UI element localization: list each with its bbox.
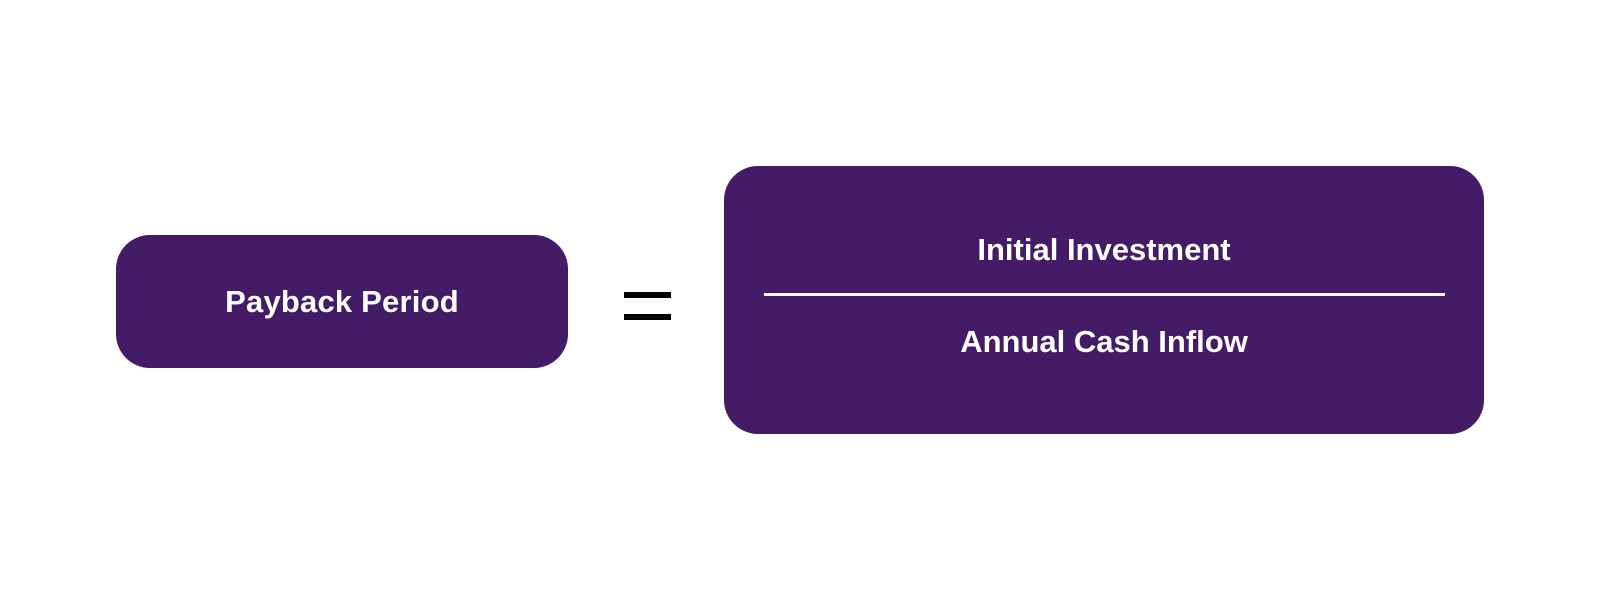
equals-sign xyxy=(624,292,671,320)
payback-period-box: Payback Period xyxy=(116,235,568,368)
equals-bar-top xyxy=(624,292,671,298)
fraction-box: Initial Investment Annual Cash Inflow xyxy=(724,166,1484,434)
payback-period-label: Payback Period xyxy=(225,283,459,319)
denominator-label: Annual Cash Inflow xyxy=(960,324,1248,359)
equals-bar-bottom xyxy=(624,314,671,320)
fraction-bar xyxy=(764,293,1445,296)
numerator-label: Initial Investment xyxy=(977,232,1231,267)
